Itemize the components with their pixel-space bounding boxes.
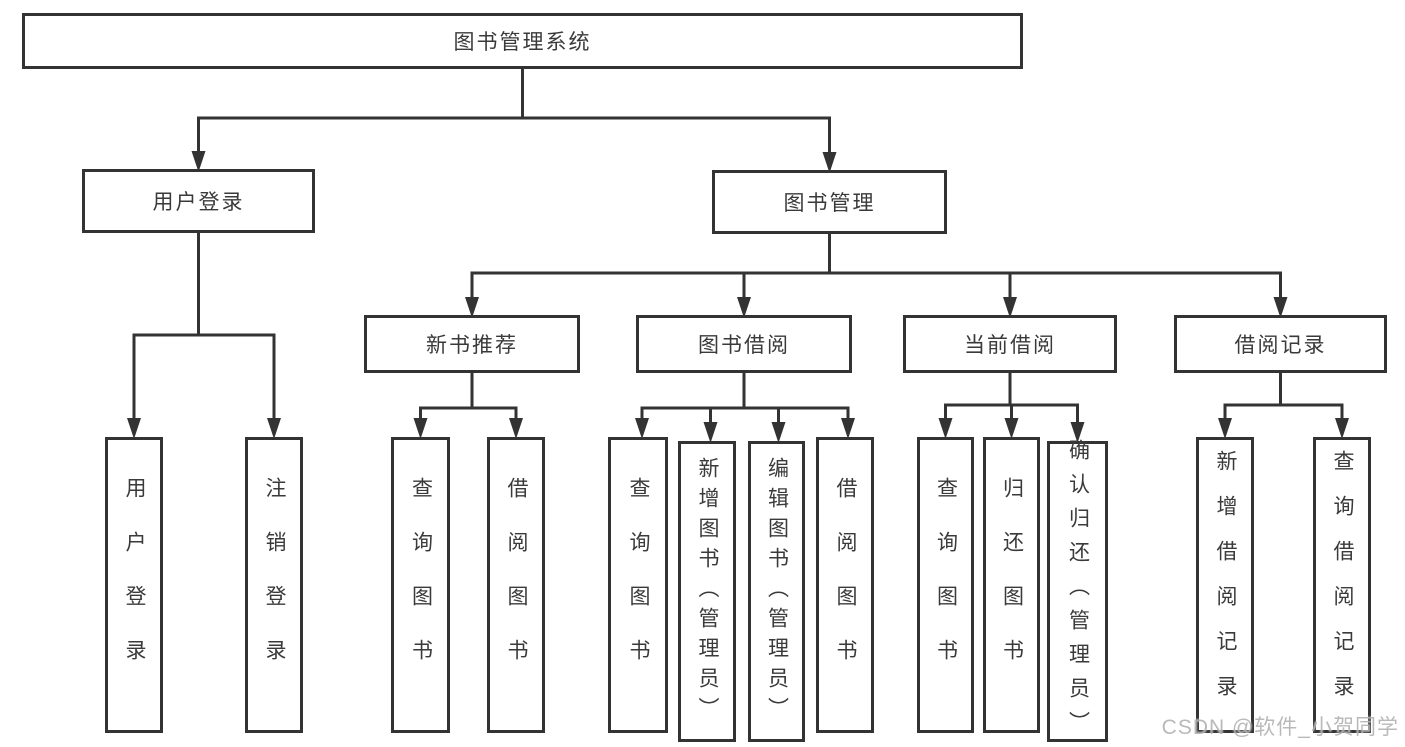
leaf-add-borrow-record: 新增借阅记录 [1196,437,1254,733]
node-book-borrowing: 图书借阅 [636,315,852,373]
arrow-down-icon [1003,297,1017,318]
leaf-query-books-3-label: 查询图书 [934,477,958,693]
arrow-down-icon [1335,418,1349,439]
leaf-confirm-return-admin: 确认归还（管理员） [1047,438,1108,745]
arrow-down-icon [509,418,523,439]
arrow-down-icon [771,422,786,443]
leaf-logout: 注销登录 [245,437,303,733]
leaf-query-books-2-label: 查询图书 [627,477,650,693]
node-borrowing-records-label: 借阅记录 [1234,334,1327,357]
leaf-query-books-1: 查询图书 [391,437,450,733]
leaf-borrow-books-1: 借阅图书 [487,437,545,733]
leaf-add-borrow-record-label: 新增借阅记录 [1214,450,1237,720]
leaf-add-books-admin: 新增图书（管理员） [678,441,736,742]
node-book-borrowing-label: 图书借阅 [698,334,790,357]
csdn-watermark: CSDN @软件_小贺同学 [1161,716,1399,739]
leaf-edit-books-admin-label: 编辑图书（管理员） [765,456,789,727]
arrow-down-icon [413,418,428,439]
arrow-down-icon [1273,297,1288,318]
leaf-borrow-books-2: 借阅图书 [816,437,874,733]
arrow-down-icon [1218,418,1232,439]
leaf-query-borrow-record: 查询借阅记录 [1313,437,1371,733]
node-book-management: 图书管理 [712,170,947,234]
arrowhead-icons [127,151,1349,443]
leaf-add-books-admin-label: 新增图书（管理员） [696,456,719,727]
node-root: 图书管理系统 [22,13,1023,69]
arrow-down-icon [465,297,479,318]
node-new-book-recommend: 新书推荐 [364,315,580,373]
node-book-management-label: 图书管理 [783,192,876,215]
arrow-down-icon [841,418,855,439]
arrow-down-icon [635,418,649,439]
leaf-query-borrow-record-label: 查询借阅记录 [1331,450,1354,720]
arrow-down-icon [737,297,751,318]
leaf-user-login: 用户登录 [105,437,163,733]
node-user-login-label: 用户登录 [152,191,245,214]
arrow-down-icon [127,418,141,439]
arrow-down-icon [703,422,718,443]
arrow-down-icon [1004,418,1019,439]
arrow-down-icon [191,151,206,172]
leaf-query-books-3: 查询图书 [917,437,974,733]
node-user-login: 用户登录 [82,169,315,233]
leaf-borrow-books-2-label: 借阅图书 [834,477,857,693]
leaf-query-books-1-label: 查询图书 [409,477,433,693]
leaf-confirm-return-admin-label: 确认归还（管理员） [1066,438,1090,745]
arrow-down-icon [1070,422,1085,443]
leaf-user-login-label: 用户登录 [123,477,146,693]
arrow-down-icon [267,418,281,439]
node-root-label: 图书管理系统 [453,31,592,54]
node-new-book-recommend-label: 新书推荐 [426,334,518,357]
node-current-borrowing-label: 当前借阅 [964,334,1056,357]
leaf-return-books: 归还图书 [983,437,1040,733]
node-borrowing-records: 借阅记录 [1174,315,1387,373]
node-current-borrowing: 当前借阅 [903,315,1117,373]
arrow-down-icon [938,418,953,439]
leaf-return-books-label: 归还图书 [1000,477,1024,693]
leaf-edit-books-admin: 编辑图书（管理员） [748,441,805,742]
leaf-borrow-books-1-label: 借阅图书 [505,477,528,693]
leaf-logout-label: 注销登录 [263,477,286,693]
arrow-down-icon [822,152,837,173]
leaf-query-books-2: 查询图书 [608,437,668,733]
